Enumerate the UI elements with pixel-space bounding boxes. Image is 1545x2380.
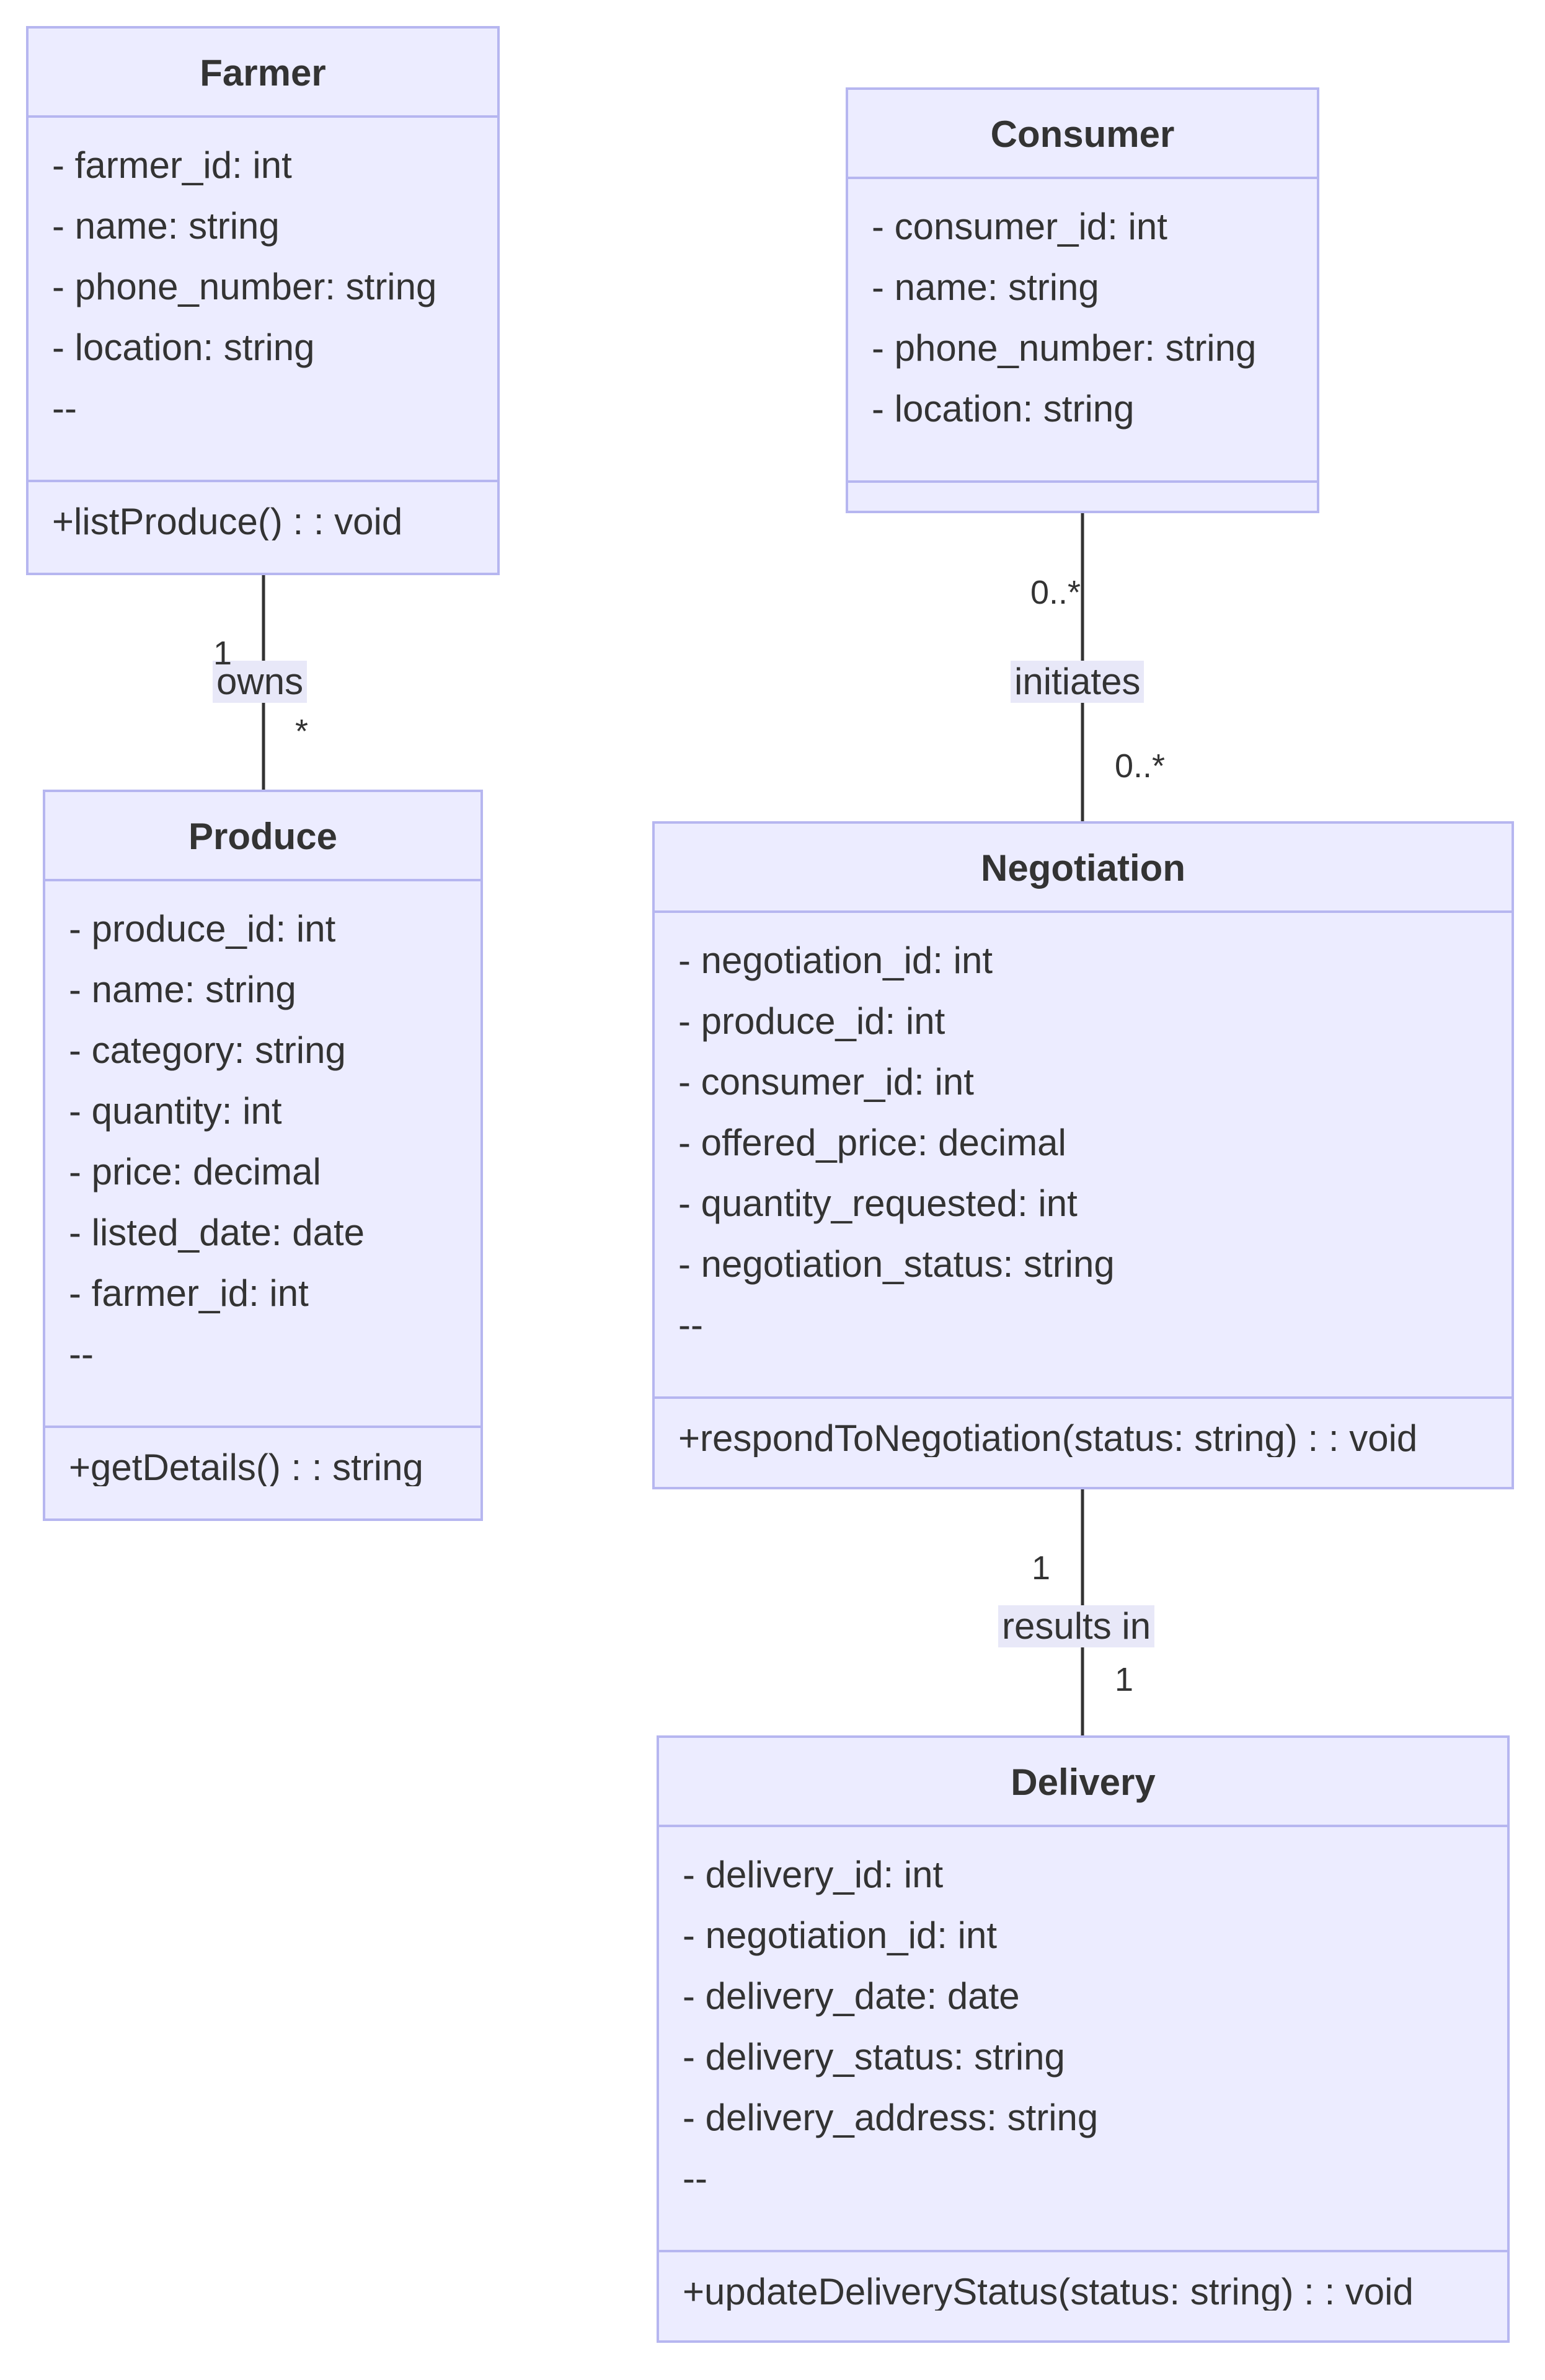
method-list <box>848 483 1317 504</box>
multiplicity-delivery: 1 <box>1115 1661 1134 1698</box>
attribute: - produce_id: int <box>69 908 336 950</box>
attribute: - quantity_requested: int <box>678 1183 1078 1224</box>
attribute: - category: string <box>69 1029 346 1071</box>
attribute: - consumer_id: int <box>678 1061 974 1103</box>
attribute: -- <box>683 2157 707 2199</box>
attribute: - offered_price: decimal <box>678 1122 1066 1163</box>
attribute: - phone_number: string <box>872 327 1257 369</box>
class-produce[interactable]: Produce - produce_id: int - name: string… <box>43 790 483 1521</box>
attribute: - name: string <box>69 969 296 1010</box>
class-farmer[interactable]: Farmer - farmer_id: int - name: string -… <box>26 26 500 575</box>
attribute: - name: string <box>52 205 280 247</box>
attribute: - quantity: int <box>69 1090 282 1132</box>
class-name: Negotiation <box>655 824 1512 913</box>
attribute: - location: string <box>52 327 315 368</box>
class-name: Delivery <box>659 1738 1507 1827</box>
multiplicity-farmer: 1 <box>213 635 232 672</box>
multiplicity-negotiation: 0..* <box>1115 747 1166 785</box>
attribute: - negotiation_id: int <box>678 940 993 981</box>
attribute: - delivery_status: string <box>683 2036 1065 2078</box>
attribute-list: - negotiation_id: int - produce_id: int … <box>655 913 1512 1399</box>
relation-label-results-in: results in <box>998 1605 1155 1647</box>
attribute: - name: string <box>872 267 1099 308</box>
attribute: - listed_date: date <box>69 1212 365 1253</box>
method-list: +getDetails() : : string <box>45 1428 480 1486</box>
attribute-list: - delivery_id: int - negotiation_id: int… <box>659 1827 1507 2252</box>
method: +updateDeliveryStatus(status: string) : … <box>683 2271 1414 2311</box>
method-list: +respondToNegotiation(status: string) : … <box>655 1399 1512 1457</box>
attribute: - location: string <box>872 388 1135 430</box>
attribute: - farmer_id: int <box>69 1272 309 1314</box>
method: +listProduce() : : void <box>52 501 403 540</box>
method-list: +listProduce() : : void <box>29 482 497 540</box>
attribute: - negotiation_id: int <box>683 1915 998 1956</box>
class-name: Produce <box>45 792 480 881</box>
method: +getDetails() : : string <box>69 1447 423 1486</box>
method: +respondToNegotiation(status: string) : … <box>678 1417 1418 1457</box>
attribute: -- <box>678 1304 703 1346</box>
attribute: - delivery_id: int <box>683 1854 944 1895</box>
multiplicity-negotiation-end: 1 <box>1032 1549 1051 1587</box>
attribute: - produce_id: int <box>678 1000 945 1042</box>
class-delivery[interactable]: Delivery - delivery_id: int - negotiatio… <box>657 1735 1510 2343</box>
class-consumer[interactable]: Consumer - consumer_id: int - name: stri… <box>846 87 1319 513</box>
class-name: Consumer <box>848 90 1317 179</box>
attribute: - farmer_id: int <box>52 144 292 186</box>
attribute: - consumer_id: int <box>872 206 1167 247</box>
attribute: - price: decimal <box>69 1151 321 1192</box>
attribute: -- <box>69 1333 94 1375</box>
attribute: -- <box>52 387 77 429</box>
relation-label-owns: owns <box>213 661 308 703</box>
attribute-list: - produce_id: int - name: string - categ… <box>45 881 480 1428</box>
multiplicity-produce: * <box>295 713 309 750</box>
method-list: +updateDeliveryStatus(status: string) : … <box>659 2252 1507 2311</box>
attribute-list: - consumer_id: int - name: string - phon… <box>848 179 1317 483</box>
attribute-list: - farmer_id: int - name: string - phone_… <box>29 118 497 482</box>
relation-label-initiates: initiates <box>1011 661 1144 703</box>
class-negotiation[interactable]: Negotiation - negotiation_id: int - prod… <box>652 821 1514 1489</box>
attribute: - phone_number: string <box>52 266 437 307</box>
attribute: - delivery_address: string <box>683 2097 1099 2138</box>
multiplicity-consumer: 0..* <box>1030 574 1081 611</box>
class-name: Farmer <box>29 29 497 118</box>
attribute: - negotiation_status: string <box>678 1243 1115 1285</box>
attribute: - delivery_date: date <box>683 1975 1020 2017</box>
